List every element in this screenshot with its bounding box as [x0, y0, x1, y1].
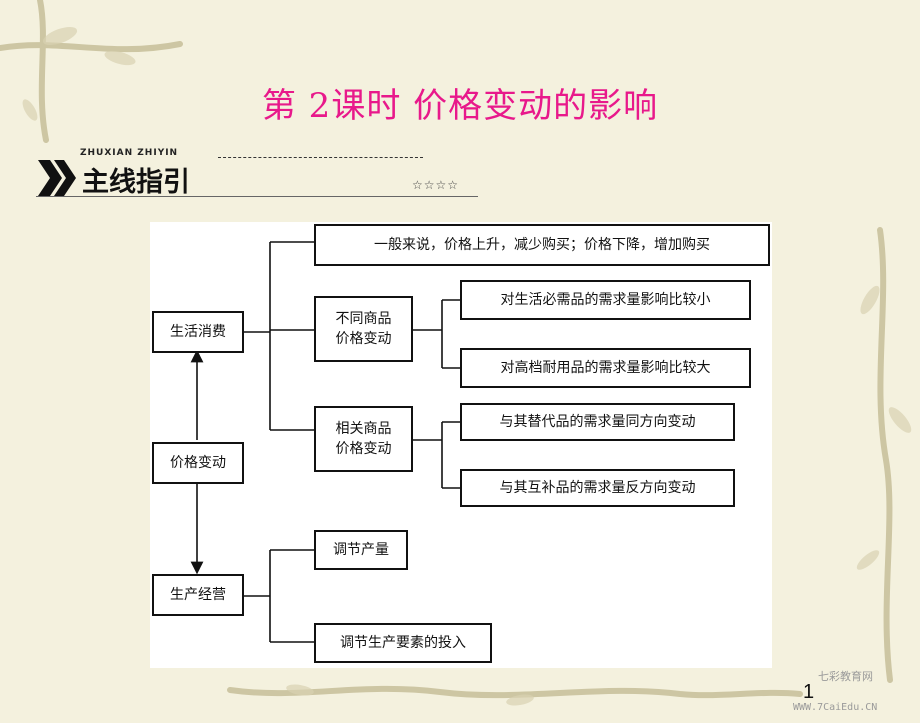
node-different-goods: 不同商品 价格变动 [314, 296, 413, 362]
node-price-change: 价格变动 [152, 442, 244, 484]
node-adjust-inputs: 调节生产要素的投入 [314, 623, 492, 663]
section-title: 主线指引 [82, 167, 190, 198]
node-production: 生产经营 [152, 574, 244, 616]
mindmap-diagram: 生活消费 价格变动 生产经营 一般来说，价格上升，减少购买；价格下降，增加购买 … [150, 222, 772, 668]
section-pinyin: ZHUXIAN ZHIYIN [80, 148, 179, 158]
section-divider [218, 157, 423, 158]
section-underline [36, 196, 478, 197]
node-complements: 与其互补品的需求量反方向变动 [460, 469, 735, 507]
section-header: ZHUXIAN ZHIYIN 主线指引 ☆☆☆☆ [36, 148, 478, 204]
node-durables: 对高档耐用品的需求量影响比较大 [460, 348, 751, 388]
node-adjust-output: 调节产量 [314, 530, 408, 570]
mindmap-connectors [190, 241, 460, 643]
double-chevron-icon [38, 160, 76, 196]
difficulty-stars: ☆☆☆☆ [412, 178, 460, 192]
node-general-rule: 一般来说，价格上升，减少购买；价格下降，增加购买 [314, 224, 770, 266]
node-necessities: 对生活必需品的需求量影响比较小 [460, 280, 751, 320]
node-related-goods: 相关商品 价格变动 [314, 406, 413, 472]
page-number: 1 [803, 681, 815, 703]
node-substitutes: 与其替代品的需求量同方向变动 [460, 403, 735, 441]
node-consumption: 生活消费 [152, 311, 244, 353]
watermark-site-name: 七彩教育网 [818, 670, 873, 683]
slide-title: 第 2课时 价格变动的影响 [261, 86, 659, 126]
watermark-url: WWW.7CaiEdu.CN [793, 702, 878, 713]
